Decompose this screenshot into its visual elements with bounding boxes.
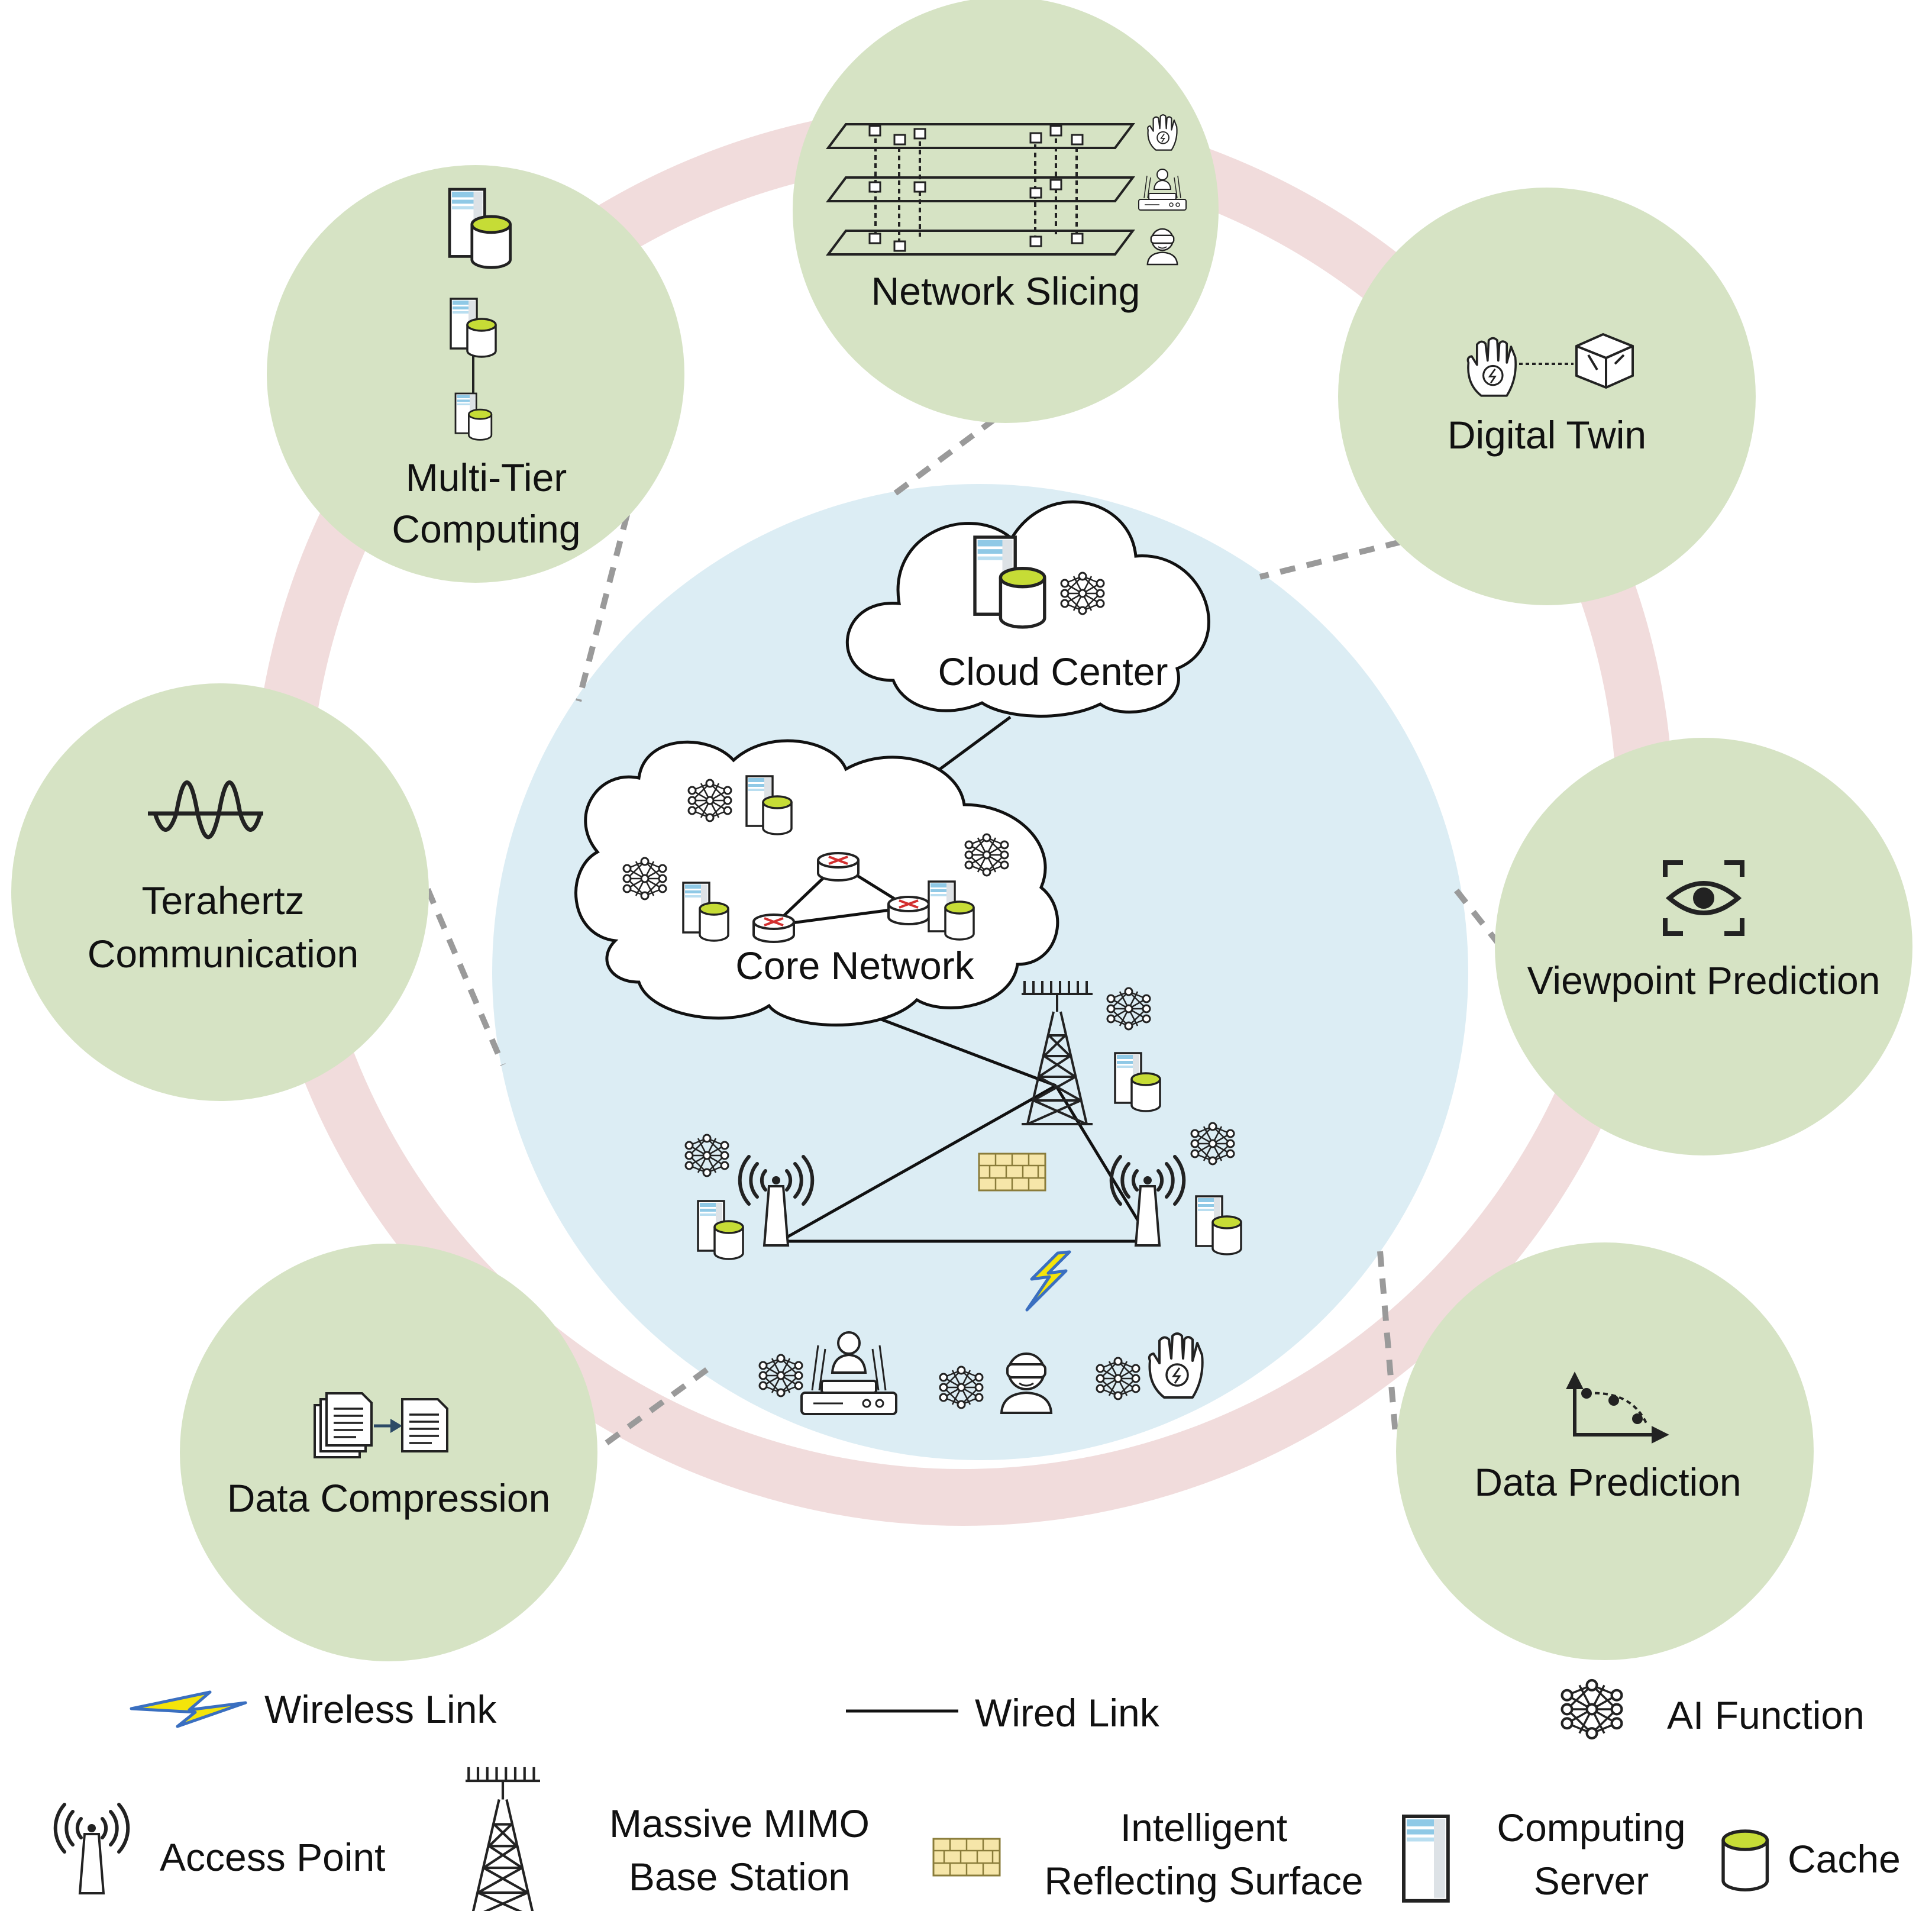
network-slicing-label: Network Slicing	[871, 269, 1141, 313]
legend-mimo-icon	[466, 1767, 540, 1911]
legend-wired-link: Wired Link	[846, 1691, 1160, 1735]
core-network-label: Core Network	[735, 944, 974, 987]
connector-data-prediction	[1377, 1251, 1399, 1441]
legend-mimo-label-line2: Base Station	[629, 1855, 850, 1899]
connector-terahertz	[425, 888, 506, 1066]
multi-tier-label-line2: Computing	[392, 507, 580, 551]
terahertz-label-line2: Communication	[88, 932, 359, 976]
eye-scan-icon	[1663, 860, 1744, 936]
cloud-center-label: Cloud Center	[938, 650, 1168, 693]
multi-tier-label-line1: Multi-Tier	[406, 456, 567, 499]
node-terahertz: Terahertz Communication	[11, 683, 429, 1101]
legend-ap-icon	[56, 1805, 128, 1893]
node-viewpoint-prediction: Viewpoint Prediction	[1495, 738, 1912, 1155]
legend-irs-icon	[932, 1838, 1001, 1877]
legend-irs: Intelligent Reflecting Surface	[932, 1806, 1364, 1903]
digital-twin-chip-icon	[1575, 333, 1634, 389]
dashed-connectors	[425, 416, 1508, 1452]
legend-wireless-label: Wireless Link	[264, 1687, 497, 1731]
terahertz-wave-icon	[148, 780, 263, 840]
legend-irs-label-line2: Reflecting Surface	[1044, 1859, 1363, 1903]
connector-digital-twin	[1259, 539, 1402, 580]
node-data-compression: Data Compression	[180, 1244, 597, 1661]
legend-access-point: Access Point	[56, 1805, 386, 1893]
digital-twin-label: Digital Twin	[1448, 413, 1646, 457]
legend-wired-label: Wired Link	[975, 1691, 1160, 1735]
router-icon	[887, 896, 930, 925]
slicing-planes-icon	[826, 123, 1135, 256]
legend-server-label-line1: Computing	[1497, 1806, 1685, 1849]
compression-docs-icon	[314, 1392, 448, 1458]
data-compression-label: Data Compression	[227, 1476, 551, 1520]
connector-data-compression	[596, 1367, 709, 1452]
legend-ap-label: Access Point	[160, 1835, 386, 1879]
legend-cache: Cache	[1723, 1831, 1901, 1890]
router-icon	[752, 913, 795, 943]
node-multi-tier: Multi-Tier Computing	[267, 165, 684, 583]
legend-ai-label: AI Function	[1667, 1693, 1865, 1737]
router-icon	[817, 852, 860, 882]
cloud-center: Cloud Center	[845, 500, 1210, 718]
legend-wireless-icon	[130, 1690, 247, 1728]
legend-mimo-label-line1: Massive MIMO	[609, 1802, 870, 1845]
legend-cache-icon	[1723, 1831, 1767, 1890]
data-prediction-label: Data Prediction	[1474, 1460, 1741, 1504]
legend-server-label-line2: Server	[1534, 1859, 1649, 1903]
terahertz-label-line1: Terahertz	[141, 879, 304, 922]
prediction-chart-icon	[1566, 1371, 1669, 1444]
legend-computing-server: Computing Server	[1404, 1806, 1686, 1903]
legend: Wireless Link Wired Link AI Function Acc…	[56, 1680, 1901, 1911]
irs-icon	[978, 1153, 1046, 1192]
core-network: Core Network	[574, 739, 1059, 1026]
legend-cache-label: Cache	[1788, 1837, 1901, 1881]
node-digital-twin: Digital Twin	[1338, 188, 1756, 605]
legend-wireless-link: Wireless Link	[130, 1687, 497, 1731]
legend-ai-function: AI Function	[1562, 1680, 1865, 1738]
viewpoint-prediction-label: Viewpoint Prediction	[1527, 958, 1881, 1002]
connector-network-slicing	[889, 416, 997, 500]
legend-server-icon	[1404, 1816, 1448, 1901]
legend-irs-label-line1: Intelligent	[1120, 1806, 1288, 1849]
node-data-prediction: Data Prediction	[1396, 1242, 1814, 1660]
legend-mimo: Massive MIMO Base Station	[466, 1767, 870, 1911]
connector-multi-tier	[576, 514, 630, 702]
node-network-slicing: Network Slicing	[793, 0, 1219, 423]
legend-ai-icon	[1562, 1680, 1622, 1738]
